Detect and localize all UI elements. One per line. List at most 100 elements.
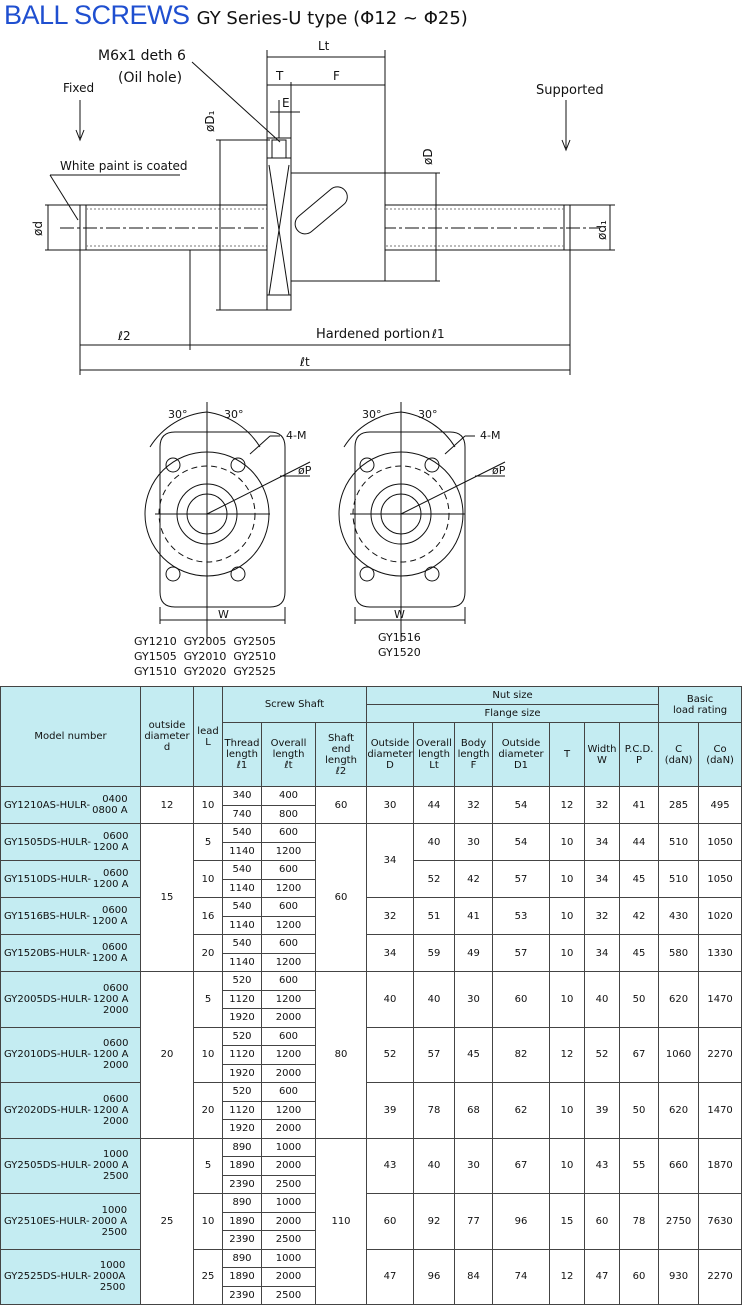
h-body-3: F: [470, 760, 477, 771]
shaft-end-cell: 60: [315, 823, 367, 972]
spec-co-cell: 495: [698, 786, 743, 824]
d-label: ød: [31, 221, 45, 236]
spec-lt-cell: 44: [413, 786, 455, 824]
model-suffix: 2000: [103, 1115, 129, 1127]
model-suffix: 1000: [99, 1260, 126, 1272]
spec-f-cell: 30: [454, 971, 493, 1028]
thread-length-cell: 540: [222, 823, 262, 843]
supported-label: Supported: [536, 83, 604, 98]
nut-od-cell: 34: [366, 823, 414, 898]
thread-length-cell: 2390: [222, 1230, 262, 1250]
overall-length-cell: 2000: [261, 1267, 316, 1287]
h-c-1: C: [675, 743, 683, 755]
spec-c-cell: 510: [658, 823, 700, 861]
model-name: GY2010DS-HULR-: [4, 1049, 92, 1061]
spec-p-cell: 41: [618, 786, 660, 824]
h-od1-3: D1: [513, 760, 529, 771]
overall-length-cell: 2000: [261, 1156, 316, 1176]
spec-f-cell: 30: [454, 823, 493, 861]
left-width-label: W: [218, 608, 229, 621]
h-lt-1: Overall: [416, 738, 452, 749]
outside-diameter-cell: 12: [140, 786, 194, 824]
h-co-1: Co: [713, 743, 727, 755]
spec-f-cell: 32: [454, 786, 493, 824]
h-outside-2: diameter: [144, 731, 190, 742]
h-shaftend-1: Shaft: [327, 732, 355, 744]
lead-cell: 10: [193, 860, 223, 898]
oil-hole-label-2: (Oil hole): [118, 70, 182, 86]
spec-t-cell: 12: [549, 1026, 585, 1083]
spec-d1-cell: 67: [492, 1137, 550, 1194]
h-od1-2: diameter: [498, 749, 544, 760]
spec-w-cell: 32: [584, 897, 620, 935]
flange-end-views: 30° 30° 4-M øP W GY1210 GY2005 GY2505 GY…: [134, 402, 506, 677]
thread-length-cell: 520: [222, 971, 262, 991]
thread-length-cell: 1120: [222, 1100, 262, 1120]
oil-hole-label: M6x1 deth 6: [98, 48, 186, 64]
thread-length-cell: 540: [222, 860, 262, 880]
spec-t-cell: 12: [549, 1248, 585, 1305]
spec-p-cell: 45: [618, 934, 660, 972]
spec-p-cell: 67: [618, 1026, 660, 1083]
ball-screw-drawing: M6x1 deth 6 (Oil hole) Fixed Supported W…: [31, 39, 615, 375]
thread-length-cell: 2390: [222, 1174, 262, 1194]
dd-label: øD: [421, 148, 435, 165]
thread-length-cell: 1890: [222, 1267, 262, 1287]
spec-c-cell: 285: [658, 786, 700, 824]
spec-f-cell: 84: [454, 1248, 493, 1305]
spec-p-cell: 78: [618, 1193, 660, 1250]
overall-length-cell: 1000: [261, 1193, 316, 1213]
thread-length-cell: 2390: [222, 1285, 262, 1305]
spec-lt-cell: 51: [413, 897, 455, 935]
h-lt-3: Lt: [429, 760, 439, 771]
right-angle-2: 30°: [418, 408, 438, 421]
spec-d1-cell: 62: [492, 1082, 550, 1139]
e-label: E: [282, 96, 290, 110]
spec-f-cell: 30: [454, 1137, 493, 1194]
nut-od-cell: 34: [366, 934, 414, 972]
overall-length-cell: 2000: [261, 1063, 316, 1083]
spec-p-cell: 42: [618, 897, 660, 935]
model-suffix: 2500: [103, 1171, 129, 1183]
spec-c-cell: 1060: [658, 1026, 700, 1083]
spec-d1-cell: 74: [492, 1248, 550, 1305]
right-pcd-label: øP: [492, 464, 506, 477]
overall-length-cell: 2500: [261, 1174, 316, 1194]
spec-t-cell: 10: [549, 1137, 585, 1194]
model-suffix: 1000: [103, 1149, 129, 1161]
model-suffix: 2000 A: [91, 1215, 128, 1227]
overall-length-cell: 1200: [261, 915, 316, 935]
left-angle-1: 30°: [168, 408, 188, 421]
thread-length-cell: 520: [222, 1082, 262, 1102]
model-suffix: 0800 A: [92, 805, 128, 816]
t-label: T: [275, 69, 284, 83]
thread-length-cell: 890: [222, 1193, 262, 1213]
overall-length-cell: 600: [261, 860, 316, 880]
model-suffix: 1200 A: [93, 842, 129, 853]
col-outside-diameter: outside diameter d: [140, 686, 194, 787]
overall-length-cell: 2000: [261, 1119, 316, 1139]
nut-od-cell: 32: [366, 897, 414, 935]
h-od1-1: Outside: [501, 738, 541, 749]
col-pcd: P.C.D.P: [618, 722, 660, 787]
nut-od-cell: 43: [366, 1137, 414, 1194]
spec-d1-cell: 54: [492, 786, 550, 824]
spec-lt-cell: 96: [413, 1248, 455, 1305]
model-name: GY1505DS-HULR-: [4, 836, 92, 848]
shaft-end-cell: 60: [315, 786, 367, 824]
h-od-1: Outside: [370, 738, 410, 749]
spec-d1-cell: 57: [492, 860, 550, 898]
model-suffix: 2000A: [93, 1271, 126, 1283]
h-overall-3: ℓt: [284, 760, 293, 771]
model-suffix: 2000: [103, 1060, 129, 1072]
thread-length-cell: 1920: [222, 1063, 262, 1083]
col-t: T: [549, 722, 585, 787]
